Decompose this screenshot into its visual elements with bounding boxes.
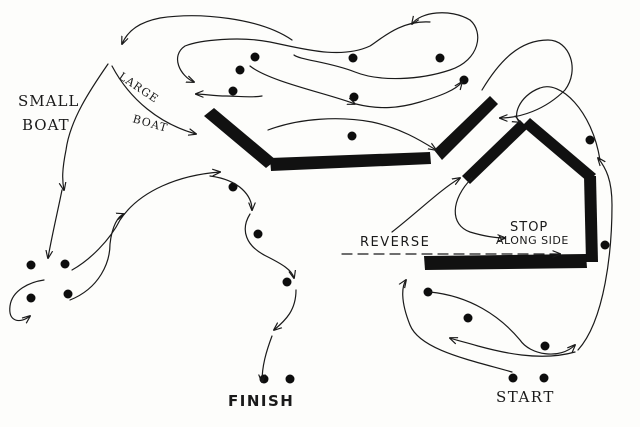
path-small-boat xyxy=(63,63,109,190)
dock-house-left-roof xyxy=(462,120,528,184)
buoy xyxy=(539,373,549,383)
path-small-descent xyxy=(48,189,63,258)
path-start-loop xyxy=(403,280,513,373)
buoy xyxy=(26,293,36,303)
label-stop-2: ALONG SIDE xyxy=(496,234,569,247)
buoy xyxy=(463,313,473,323)
label-small-boat-1: SMALL xyxy=(18,92,79,110)
buoy xyxy=(435,53,445,63)
path-large-boat xyxy=(111,65,196,134)
path-top-swirl xyxy=(412,12,471,24)
buoy xyxy=(228,86,238,96)
label-reverse: REVERSE xyxy=(360,235,430,250)
path-bottom-left-loop xyxy=(9,279,45,321)
path-right-outer-loop xyxy=(481,39,573,118)
label-stop-1: STOP xyxy=(510,220,548,235)
path-upper-inner-2 xyxy=(355,82,462,109)
label-large-boat-1: LARGE xyxy=(116,70,161,106)
buoy xyxy=(228,182,238,192)
buoy xyxy=(235,65,245,75)
path-left-into-dock xyxy=(196,94,263,97)
label-start: START xyxy=(496,388,555,406)
buoy xyxy=(349,92,359,102)
path-start-return xyxy=(450,338,576,357)
path-into-house xyxy=(454,177,505,238)
path-to-finish xyxy=(262,335,273,382)
path-center-down-2 xyxy=(244,213,294,278)
path-top-left-arc xyxy=(122,15,293,44)
buoy xyxy=(282,277,292,287)
buoy xyxy=(423,287,433,297)
buoys xyxy=(26,52,610,384)
buoy xyxy=(600,240,610,250)
path-upper-back xyxy=(249,65,355,104)
label-small-boat-2: BOAT xyxy=(22,116,70,134)
course-paths xyxy=(9,12,613,382)
buoy xyxy=(250,52,260,62)
buoy xyxy=(347,131,357,141)
dock-left-slant xyxy=(204,108,276,168)
buoy xyxy=(585,135,595,145)
buoy xyxy=(285,374,295,384)
buoy xyxy=(253,229,263,239)
buoy xyxy=(348,53,358,63)
path-left-up-to-center xyxy=(71,172,220,271)
label-finish: FINISH xyxy=(228,392,294,410)
path-upper-inner xyxy=(267,118,436,150)
path-top-right-loop xyxy=(517,86,601,161)
buoy xyxy=(508,373,518,383)
buoy xyxy=(259,374,269,384)
buoy xyxy=(540,341,550,351)
dock-right-slant xyxy=(434,96,498,160)
path-up-right-side xyxy=(577,158,613,351)
dock-house-right-wall xyxy=(584,176,598,262)
path-center-down-3 xyxy=(274,289,297,330)
dock-house-right-roof xyxy=(522,118,596,182)
dock-bottom-long xyxy=(424,254,587,270)
labels: SMALL BOAT LARGE BOAT REVERSE STOP ALONG… xyxy=(18,70,569,410)
dock-center-long xyxy=(270,152,431,171)
path-top-right-s xyxy=(293,19,479,80)
path-upper-arc xyxy=(176,21,431,82)
path-reverse xyxy=(391,178,460,233)
buoy xyxy=(26,260,36,270)
buoy xyxy=(63,289,73,299)
path-start-inner xyxy=(429,291,575,355)
docks xyxy=(204,96,598,270)
path-center-down xyxy=(209,175,252,210)
path-left-up-to-center-2 xyxy=(69,214,124,301)
label-large-boat-2: BOAT xyxy=(131,112,169,134)
buoy xyxy=(60,259,70,269)
